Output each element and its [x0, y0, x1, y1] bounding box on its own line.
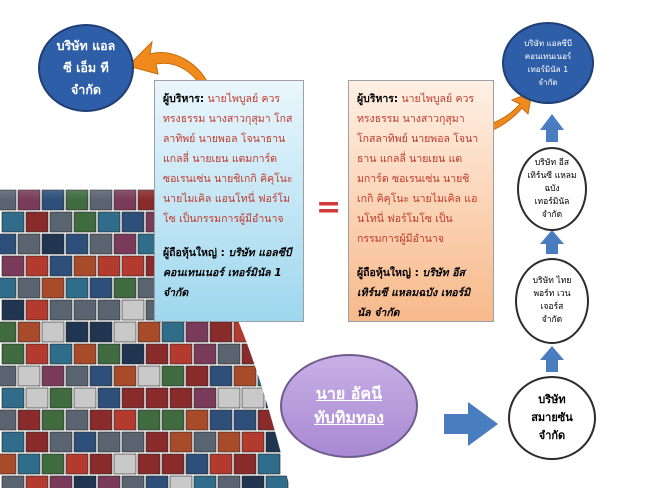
company-smile-sun-line-3: จำกัด [538, 429, 566, 442]
company-eastern-sea-line-2: เทิร์นซี แหลม [527, 170, 577, 181]
right-shareholder-name: บริษัท อีสเทิร์นซี แหลมฉบัง เทอร์มินัล จ… [357, 267, 471, 319]
left-shareholder-name: บริษัท แอลซีบี คอนเทนเนอร์ เทอร์มินัล 1 … [163, 247, 292, 299]
right-shareholder-label: ผู้ถือหุ้นใหญ่ : [357, 267, 419, 279]
arrow-up-icon [540, 230, 564, 254]
company-lcb1-line-1: บริษัท แอลซีบี [524, 39, 572, 48]
left-directors-text: นายไพบูลย์ ควรทรงธรรม นางสาวกุสุมา โกสลา… [163, 93, 293, 225]
company-tpv-line-4: จำกัด [541, 315, 563, 325]
company-smile-sun-line-1: บริษัท [538, 393, 566, 406]
left-shareholder-line: ผู้ถือหุ้นใหญ่ : บริษัท แอลซีบี คอนเทนเน… [163, 243, 293, 303]
company-eastern-sea-line-5: จำกัด [541, 209, 563, 220]
company-smile-sun-line-2: สมายซัน [531, 411, 573, 424]
company-lcmt-line-3: จำกัด [70, 82, 102, 97]
company-eastern-sea-line-3: ฉบัง [544, 183, 560, 194]
company-smile-sun-ellipse: บริษัท สมายซัน จำกัด [508, 376, 596, 460]
right-directors-text: นายไพบูลย์ ควรทรงธรรม นางสาวกุสุมา โกสลา… [357, 93, 479, 245]
company-lcmt-line-1: บริษัท แอล [56, 38, 116, 53]
company-eastern-sea-ellipse: บริษัท อีส เทิร์นซี แหลม ฉบัง เทอร์มินัล… [517, 147, 587, 231]
left-directors-label: ผู้บริหาร: [163, 93, 205, 105]
equals-sign: = [316, 190, 342, 225]
company-tpv-line-3: เจอร์ส [540, 302, 564, 312]
right-shareholder-line: ผู้ถือหุ้นใหญ่ : บริษัท อีสเทิร์นซี แหลม… [357, 263, 483, 323]
right-directors-label: ผู้บริหาร: [357, 93, 399, 105]
left-shareholder-label: ผู้ถือหุ้นใหญ่ : [163, 247, 225, 259]
company-lcb1-line-4: จำกัด [538, 78, 558, 87]
person-ellipse: นาย อัคนี ทับทิมทอง [280, 354, 418, 458]
arrow-up-icon [540, 114, 564, 142]
company-lcmt-line-2: ซี เอ็ม ที [63, 60, 109, 75]
company-lcb1-ellipse: บริษัท แอลซีบี คอนเทนเนอร์ เทอร์มินัล 1 … [502, 22, 594, 104]
company-eastern-sea-line-1: บริษัท อีส [534, 157, 570, 168]
person-name-line-1: นาย อัคนี [315, 384, 383, 403]
arrow-right-icon [444, 402, 498, 446]
company-lcmt-ellipse: บริษัท แอล ซี เอ็ม ที จำกัด [38, 24, 134, 112]
right-info-box: ผู้บริหาร: นายไพบูลย์ ควรทรงธรรม นางสาวก… [348, 80, 494, 322]
company-lcb1-line-3: เทอร์มินัล 1 [527, 65, 569, 74]
arrow-up-icon [540, 346, 564, 372]
person-name-line-2: ทับทิมทอง [314, 408, 384, 427]
company-lcb1-line-2: คอนเทนเนอร์ [524, 52, 572, 61]
company-tpv-line-1: บริษัท ไทย [532, 276, 572, 286]
company-thai-port-ventures-ellipse: บริษัท ไทย พอร์ท เวน เจอร์ส จำกัด [515, 258, 589, 344]
company-eastern-sea-line-4: เทอร์มินัล [534, 196, 570, 207]
company-tpv-line-2: พอร์ท เวน [533, 289, 571, 299]
left-info-box: ผู้บริหาร: นายไพบูลย์ ควรทรงธรรม นางสาวก… [154, 80, 304, 322]
